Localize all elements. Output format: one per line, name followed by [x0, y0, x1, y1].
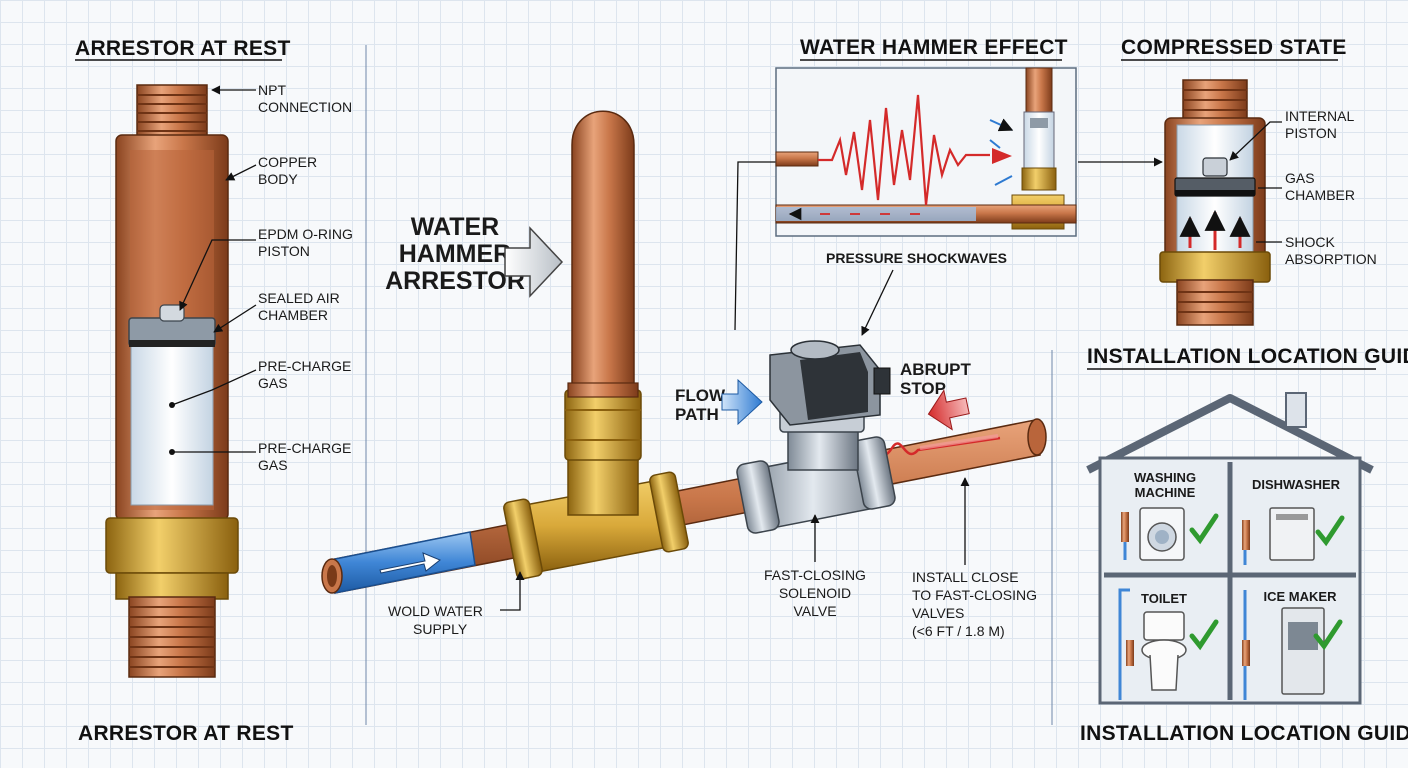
compressed-leaders: [1229, 121, 1282, 243]
arrestor-cutaway: [105, 84, 239, 678]
title-installation-guide-bottom: INSTALLATION LOCATION GUIDE: [1080, 722, 1408, 745]
title-arrestor-at-rest-bottom: ARRESTOR AT REST: [78, 722, 294, 745]
pointer-arrow-icon: [504, 226, 564, 298]
main-pipe: [321, 418, 1047, 594]
leader-inset: [734, 161, 780, 331]
check-icon: [1189, 619, 1219, 651]
check-icon: [1315, 515, 1345, 547]
title-installation-guide: INSTALLATION LOCATION GUIDE: [1087, 345, 1408, 368]
leader-pressure: [861, 269, 894, 336]
room-ice-maker: ICE MAKER: [1264, 589, 1338, 604]
house-diagram: [1086, 392, 1374, 705]
title-arrestor-at-rest: ARRESTOR AT REST: [75, 37, 291, 60]
flow-arrow-icon: [721, 378, 763, 426]
stop-arrow-icon: [927, 389, 970, 431]
check-icon: [1313, 619, 1343, 651]
left-leader-lines: [169, 85, 257, 455]
title-compressed-state: COMPRESSED STATE: [1121, 36, 1347, 59]
title-water-hammer-effect: WATER HAMMER EFFECT: [800, 36, 1068, 59]
room-dishwasher: DISHWASHER: [1252, 477, 1341, 492]
effect-inset: [775, 67, 1077, 237]
solenoid-valve: [736, 340, 896, 534]
leader-supply: [500, 571, 525, 611]
arrestor-unit: [567, 110, 639, 398]
tee-fitting: [503, 389, 689, 580]
room-toilet: TOILET: [1141, 591, 1187, 606]
label-pressure-shockwaves: PRESSURE SHOCKWAVES: [826, 250, 1007, 266]
compressed-arrestor: [1159, 79, 1271, 326]
check-icon: [1189, 513, 1219, 545]
